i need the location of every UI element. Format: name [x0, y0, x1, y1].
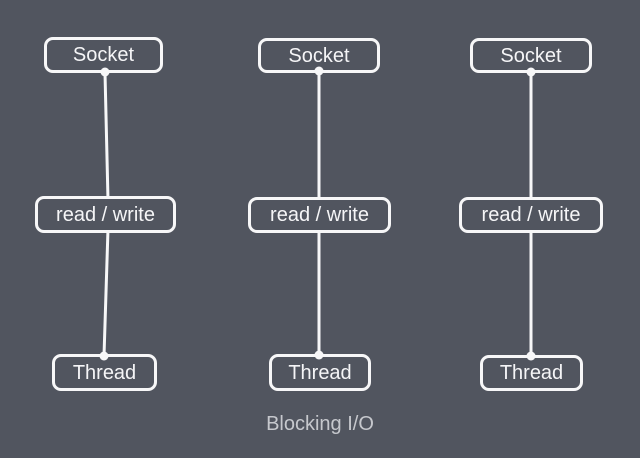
socket-node: Socket: [44, 37, 163, 73]
connector-line: [102, 227, 110, 358]
thread-node: Thread: [480, 355, 583, 391]
thread-node: Thread: [269, 354, 371, 391]
connector-line: [103, 71, 110, 202]
read-write-node: read / write: [35, 196, 176, 233]
socket-node: Socket: [258, 38, 380, 73]
read-write-node: read / write: [248, 197, 391, 233]
diagram-caption: Blocking I/O: [266, 413, 374, 435]
socket-node: Socket: [470, 38, 592, 73]
read-write-node: read / write: [459, 197, 603, 233]
thread-node: Thread: [52, 354, 157, 391]
